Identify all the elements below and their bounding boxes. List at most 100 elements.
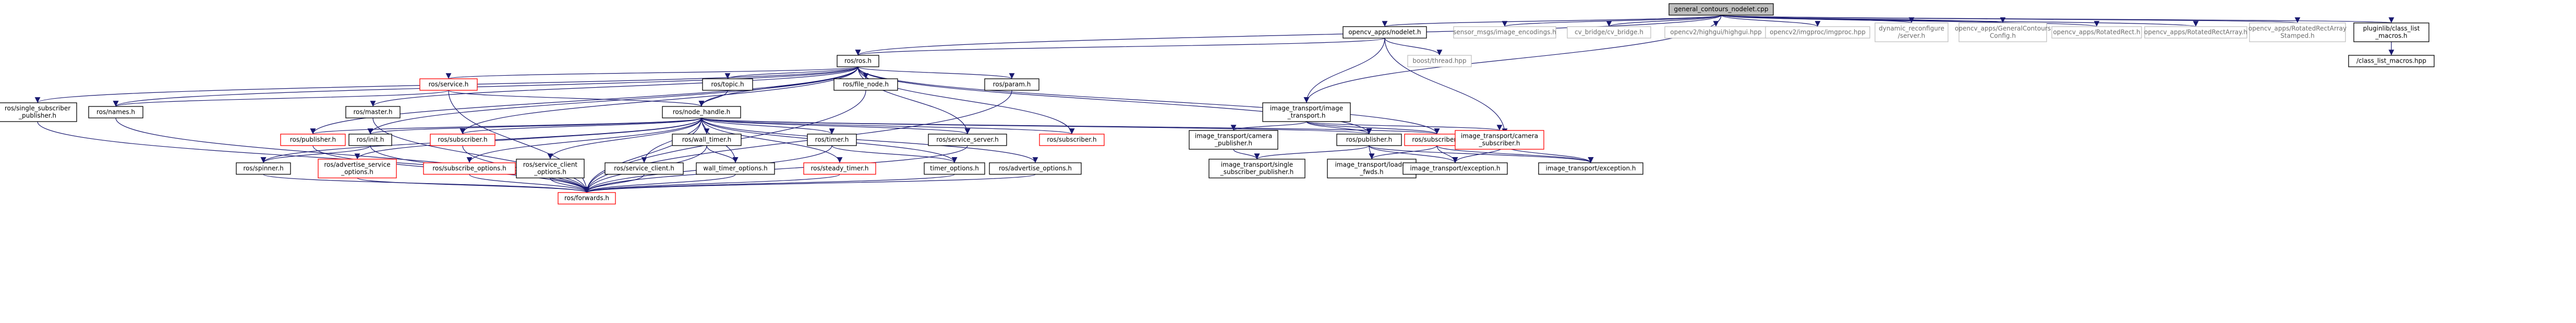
graph-node-ros-file-node[interactable]: ros/file_node.h bbox=[833, 78, 898, 91]
graph-node-ros-single-subscriber-publisher[interactable]: ros/single_subscriber_publisher.h bbox=[0, 102, 77, 122]
graph-node-ros-advertise-options[interactable]: ros/advertise_options.h bbox=[989, 162, 1082, 175]
graph-node-image-transport[interactable]: image_transport/image_transport.h bbox=[1262, 102, 1351, 122]
node-label: ros/names.h bbox=[96, 109, 135, 116]
graph-node-it-publisher[interactable]: ros/publisher.h bbox=[1336, 134, 1402, 146]
graph-node-ros-wall-timer[interactable]: ros/wall_timer.h bbox=[672, 134, 742, 146]
graph-node-sensor-msgs-encodings[interactable]: sensor_msgs/image_encodings.h bbox=[1453, 26, 1556, 39]
edge-image-transport-to-it-publisher bbox=[1306, 121, 1372, 135]
graph-node-ros-node-handle[interactable]: ros/node_handle.h bbox=[662, 106, 741, 118]
edge-ros-node-handle-to-ros-forwards bbox=[584, 117, 702, 193]
dependency-edge bbox=[701, 117, 1038, 163]
graph-node-ros-spinner[interactable]: ros/spinner.h bbox=[236, 162, 291, 175]
dependency-edge bbox=[584, 174, 840, 193]
graph-node-ros-names[interactable]: ros/names.h bbox=[88, 106, 143, 118]
node-label: ros/timer.h bbox=[815, 136, 849, 143]
edge-ros-ros-to-ros-master bbox=[370, 66, 858, 107]
graph-node-ros-master[interactable]: ros/master.h bbox=[345, 106, 401, 118]
edge-ros-advertise-service-options-to-ros-forwards bbox=[357, 177, 590, 193]
graph-node-timer-options[interactable]: timer_options.h bbox=[924, 162, 985, 175]
dependency-edge bbox=[115, 117, 590, 193]
node-box bbox=[318, 159, 397, 178]
node-label: opencv2/highgui/highgui.hpp bbox=[1670, 29, 1761, 36]
dependency-edge bbox=[857, 66, 1372, 135]
dependency-edge bbox=[701, 117, 835, 135]
node-box bbox=[989, 162, 1082, 175]
graph-node-ros-init[interactable]: ros/init.h bbox=[348, 134, 392, 146]
edge-ros-ros-to-it-publisher bbox=[857, 66, 1372, 135]
graph-node-it-exception-b[interactable]: image_transport/exception.h bbox=[1538, 162, 1643, 175]
node-label: image_transport/camera bbox=[1195, 133, 1272, 140]
graph-node-dynamic-reconfigure[interactable]: dynamic_reconfigure/server.h bbox=[1874, 22, 1949, 42]
dependency-edge bbox=[310, 66, 858, 135]
graph-node-ros-ros[interactable]: ros/ros.h bbox=[837, 55, 879, 67]
edge-ros-ros-to-ros-names bbox=[113, 66, 858, 107]
graph-node-wall-timer-options[interactable]: wall_timer_options.h bbox=[696, 162, 775, 175]
graph-node-ros-service-client[interactable]: ros/service_client.h bbox=[604, 162, 684, 175]
graph-node-ros-advertise-service-options[interactable]: ros/advertise_service_options.h bbox=[318, 159, 397, 178]
graph-node-ros-steady-timer[interactable]: ros/steady_timer.h bbox=[803, 162, 876, 175]
edge-ros-node-handle-to-ros-init bbox=[368, 117, 702, 135]
edge-ros-topic-to-ros-node-handle bbox=[698, 90, 728, 107]
nodes-layer: general_contours_nodelet.cpp opencv_apps/… bbox=[0, 3, 2435, 205]
dependency-edge bbox=[1502, 15, 1722, 27]
graph-node-highgui[interactable]: opencv2/highgui/highgui.hpp bbox=[1664, 26, 1768, 39]
graph-node-ros-subscribe-options[interactable]: ros/subscribe_options.h bbox=[423, 162, 516, 175]
graph-node-ros-publisher[interactable]: ros/publisher.h bbox=[280, 134, 346, 146]
graph-node-cv-bridge[interactable]: cv_bridge/cv_bridge.h bbox=[1567, 26, 1651, 39]
edge-ros-service-to-ros-names bbox=[113, 90, 449, 107]
graph-node-root[interactable]: general_contours_nodelet.cpp bbox=[1668, 3, 1774, 16]
dependency-edge bbox=[37, 121, 590, 193]
graph-node-it-loader-fwds[interactable]: image_transport/loader_fwds.h bbox=[1327, 159, 1417, 178]
node-box bbox=[928, 134, 1007, 146]
edge-root-to-cv-bridge bbox=[1606, 15, 1722, 27]
node-label: ros/file_node.h bbox=[843, 81, 889, 88]
edge-it-camera-publisher-to-it-single-subscriber-publisher bbox=[1233, 149, 1260, 160]
node-box bbox=[348, 134, 392, 146]
graph-node-it-camera-publisher[interactable]: image_transport/camera_publisher.h bbox=[1189, 130, 1278, 150]
node-label: /class_list_macros.hpp bbox=[2356, 57, 2426, 65]
node-label: _options.h bbox=[341, 169, 373, 176]
graph-node-rotated-rect-array[interactable]: opencv_apps/RotatedRectArray.h bbox=[2144, 26, 2247, 39]
graph-node-it-exception-a[interactable]: image_transport/exception.h bbox=[1402, 162, 1508, 175]
graph-node-boost-thread[interactable]: boost/thread.hpp bbox=[1407, 55, 1472, 67]
graph-node-ros-service-server[interactable]: ros/service_server.h bbox=[928, 134, 1007, 146]
edge-ros-subscribe-options-to-ros-forwards bbox=[469, 174, 590, 193]
graph-node-ros-service-client-options[interactable]: ros/service_client_options.h bbox=[516, 159, 585, 178]
graph-node-it-camera-subscriber[interactable]: image_transport/camera_subscriber.h bbox=[1455, 130, 1544, 150]
edge-wall-timer-options-to-ros-forwards bbox=[584, 174, 736, 193]
graph-node-rotated-rect[interactable]: opencv_apps/RotatedRect.h bbox=[2051, 26, 2142, 39]
graph-node-ros-service[interactable]: ros/service.h bbox=[419, 78, 478, 91]
node-label: ros/node_handle.h bbox=[673, 109, 731, 116]
graph-node-opencv-apps-nodelet[interactable]: opencv_apps/nodelet.h bbox=[1343, 26, 1427, 39]
graph-node-pluginlib-class-list[interactable]: pluginlib/class_list_macros.h bbox=[2353, 22, 2429, 42]
dependency-edge bbox=[370, 66, 858, 107]
graph-node-ros-timer[interactable]: ros/timer.h bbox=[807, 134, 857, 146]
node-box bbox=[430, 134, 495, 146]
node-label: image_transport/single bbox=[1221, 161, 1293, 169]
graph-node-ros-subscriber-b[interactable]: ros/subscriber.h bbox=[1039, 134, 1105, 146]
edge-ros-node-handle-to-ros-timer bbox=[701, 117, 835, 135]
node-label: ros/advertise_options.h bbox=[999, 165, 1072, 172]
node-box bbox=[0, 102, 77, 122]
edge-ros-node-handle-to-ros-steady-timer bbox=[701, 117, 843, 163]
graph-node-it-single-subscriber-publisher[interactable]: image_transport/single_subscriber_publis… bbox=[1208, 159, 1305, 178]
graph-node-ros-topic[interactable]: ros/topic.h bbox=[702, 78, 753, 91]
graph-node-it-subscriber[interactable]: ros/subscriber.h bbox=[1404, 134, 1470, 146]
graph-node-ros-subscriber-a[interactable]: ros/subscriber.h bbox=[430, 134, 495, 146]
dependency-edge bbox=[113, 66, 858, 107]
node-label: ros/subscriber.h bbox=[438, 136, 487, 143]
node-box bbox=[1327, 159, 1417, 178]
edge-ros-ros-to-ros-init bbox=[367, 66, 858, 135]
graph-node-ros-forwards[interactable]: ros/forwards.h bbox=[558, 192, 616, 205]
edge-ros-timer-to-timer-options bbox=[831, 145, 958, 163]
node-label: opencv2/imgproc/imgproc.hpp bbox=[1770, 29, 1866, 36]
node-label: Stamped.h bbox=[2280, 32, 2314, 40]
node-box bbox=[1765, 26, 1870, 39]
graph-node-class-list-macros[interactable]: /class_list_macros.hpp bbox=[2348, 55, 2435, 67]
graph-node-ros-param[interactable]: ros/param.h bbox=[984, 78, 1039, 91]
node-label: _options.h bbox=[534, 169, 566, 176]
graph-node-imgproc[interactable]: opencv2/imgproc/imgproc.hpp bbox=[1765, 26, 1870, 39]
